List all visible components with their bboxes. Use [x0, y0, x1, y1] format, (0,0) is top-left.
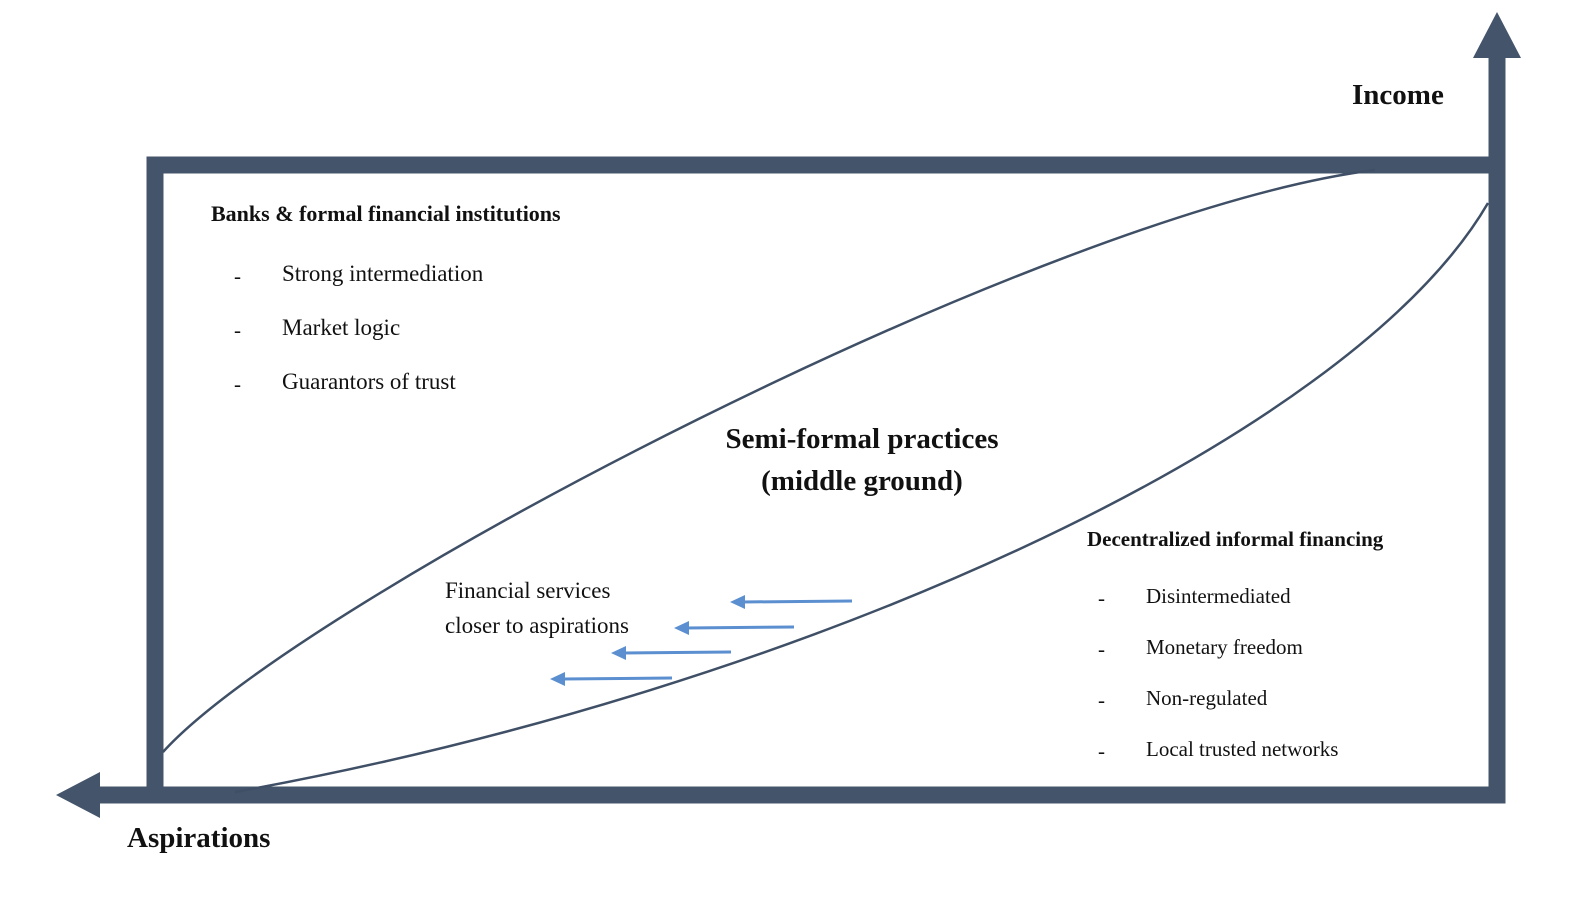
bullet-dash: -	[1098, 688, 1105, 712]
informal-item: Local trusted networks	[1146, 737, 1339, 761]
income-axis-label: Income	[1352, 79, 1444, 111]
shift-arrow	[611, 646, 732, 660]
formal-item: Market logic	[282, 315, 401, 340]
formal-item: Strong intermediation	[282, 261, 484, 286]
middle-ground-title-line1: Semi-formal practices	[725, 423, 999, 455]
shift-arrow	[674, 621, 795, 635]
bullet-dash: -	[1098, 586, 1105, 610]
middle-ground-note-line1: Financial services	[445, 578, 611, 603]
middle-ground-note-line2: closer to aspirations	[445, 613, 629, 638]
bullet-dash: -	[234, 264, 241, 288]
middle-ground-title: Semi-formal practices (middle ground)	[662, 418, 1062, 502]
frame-box	[146, 156, 1506, 804]
bullet-dash: -	[234, 318, 241, 342]
shift-arrow	[730, 595, 853, 609]
aspirations-axis-label: Aspirations	[127, 822, 271, 854]
informal-heading: Decentralized informal financing	[1087, 527, 1384, 551]
bullet-dash: -	[234, 372, 241, 396]
middle-ground-title-line2: (middle ground)	[761, 465, 963, 497]
upper-boundary-curve	[162, 168, 1376, 753]
informal-item: Non-regulated	[1146, 686, 1268, 710]
lower-boundary-curve	[234, 202, 1490, 794]
formal-heading: Banks & formal financial institutions	[211, 201, 561, 226]
income-axis-arrowhead	[1473, 12, 1521, 58]
bullet-dash: -	[1098, 637, 1105, 661]
bullet-dash: -	[1098, 739, 1105, 763]
informal-item: Monetary freedom	[1146, 635, 1303, 659]
formal-item: Guarantors of trust	[282, 369, 456, 394]
informal-item: Disintermediated	[1146, 584, 1291, 608]
shift-arrow	[550, 672, 673, 686]
middle-ground-note: Financial services closer to aspirations	[445, 573, 629, 643]
shift-arrows	[550, 595, 853, 686]
aspirations-axis-arrowhead	[56, 772, 100, 818]
